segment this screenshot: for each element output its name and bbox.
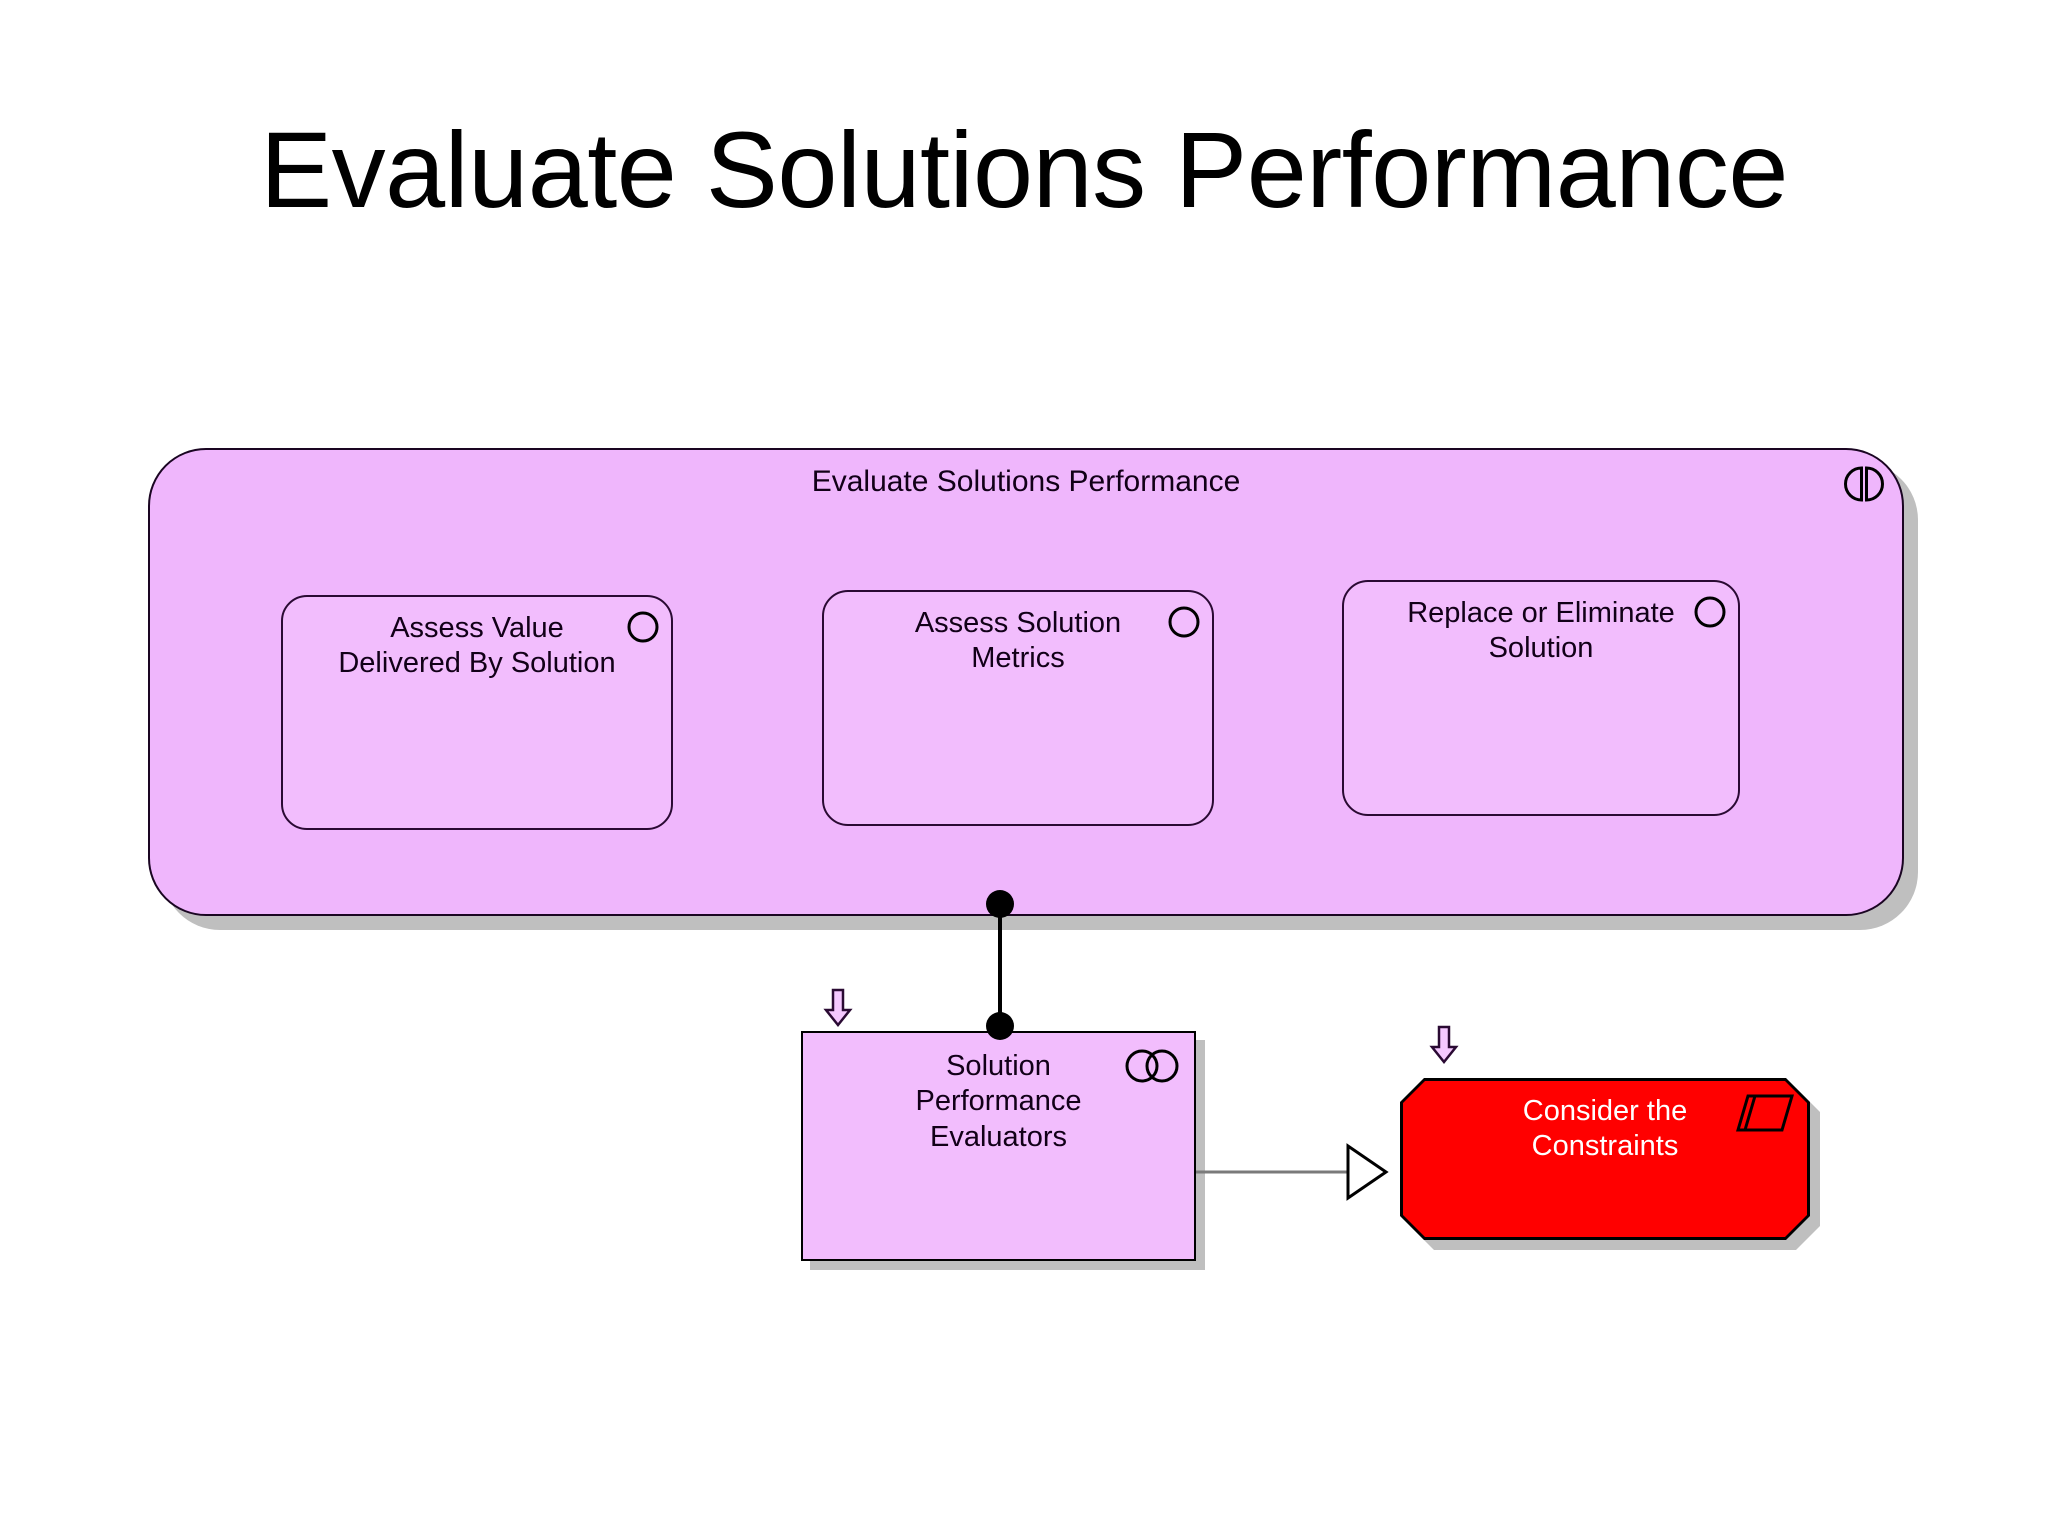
constraint-label-line1: Consider the [1522,1095,1688,1127]
constraint-consider-the-constraints[interactable]: Consider the Constraints [1400,1078,1810,1240]
process-label-line2: Delivered By Solution [338,647,616,680]
stakeholder-double-circle-icon [1124,1047,1182,1085]
actor-label: Solution Performance Evaluators [811,1049,1186,1155]
down-arrow-marker-actor [823,988,853,1028]
down-arrow-marker-constraint [1429,1025,1459,1065]
process-label-line2: Solution [1488,632,1594,665]
process-label-line1: Assess Value [390,612,564,644]
grouping-label: Evaluate Solutions Performance [811,465,1241,498]
business-object-parallelogram-icon [1736,1092,1794,1134]
actor-label-line2: Performance [915,1085,1082,1118]
process-label: Assess Solution Metrics [834,606,1202,677]
process-label-line1: Assess Solution [914,607,1122,639]
process-label: Assess Value Delivered By Solution [293,611,661,682]
process-assess-value-delivered-by-solution[interactable]: Assess Value Delivered By Solution [281,595,673,830]
process-circle-icon [1166,604,1202,640]
connector-composition-grouping-to-actor[interactable] [970,890,1030,1040]
process-label: Replace or Eliminate Solution [1354,596,1728,667]
process-circle-icon [625,609,661,645]
actor-label-line1: Solution [946,1050,1051,1082]
page-title: Evaluate Solutions Performance [260,109,1788,230]
constraint-label-line2: Constraints [1531,1130,1679,1163]
collaboration-icon [1842,464,1886,504]
process-label-line2: Metrics [971,642,1065,675]
process-circle-icon [1692,594,1728,630]
constraint-fill [1403,1081,1807,1237]
connector-realization-actor-to-constraint[interactable] [1196,1140,1396,1204]
process-label-line1: Replace or Eliminate [1407,597,1675,629]
constraint-label: Consider the Constraints [1408,1094,1802,1165]
actor-label-line3: Evaluators [929,1120,1067,1153]
process-assess-solution-metrics[interactable]: Assess Solution Metrics [822,590,1214,826]
actor-solution-performance-evaluators[interactable]: Solution Performance Evaluators [801,1031,1196,1261]
process-replace-or-eliminate-solution[interactable]: Replace or Eliminate Solution [1342,580,1740,816]
